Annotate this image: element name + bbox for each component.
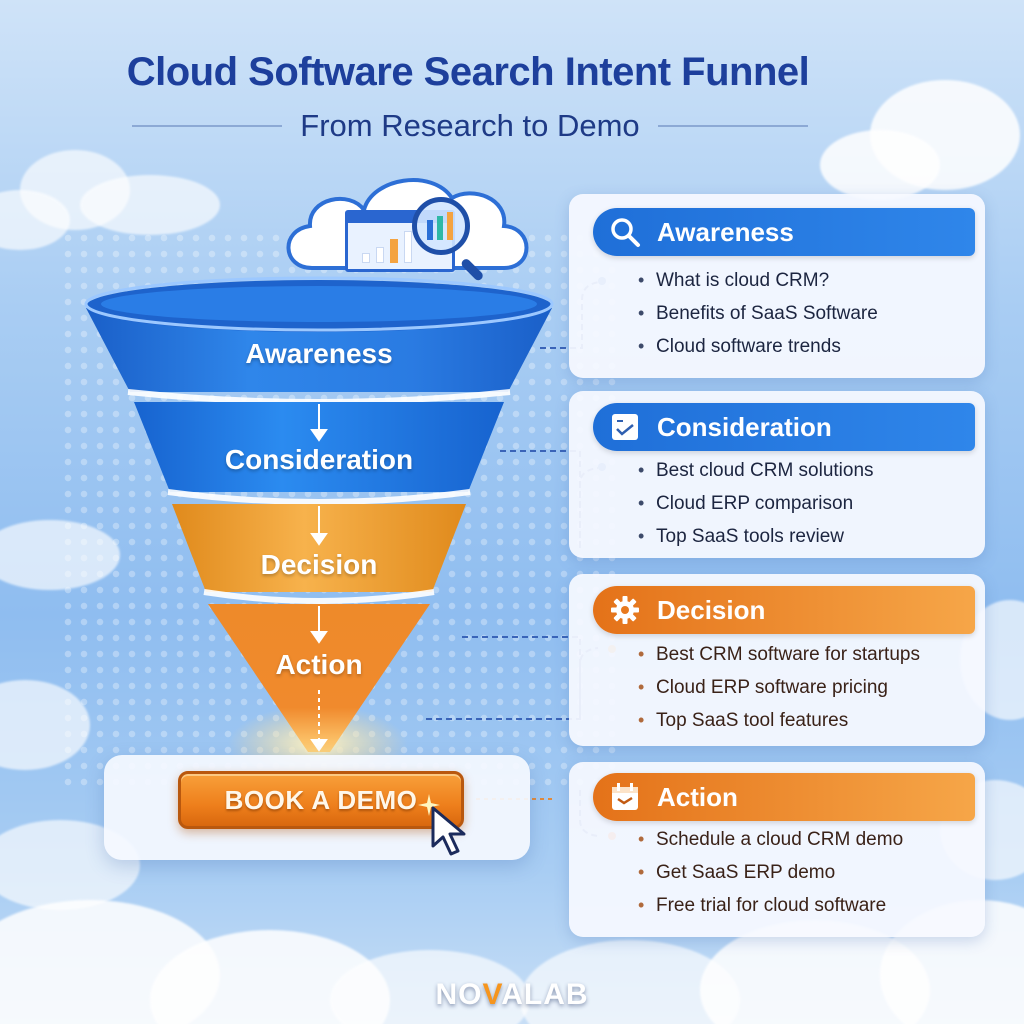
list-item: Top SaaS tools review bbox=[636, 520, 874, 553]
list-item: Top SaaS tool features bbox=[636, 704, 920, 737]
gear-icon bbox=[611, 596, 639, 624]
list-item: Best CRM software for startups bbox=[636, 638, 920, 671]
divider-right bbox=[657, 125, 808, 127]
list-item: Best cloud CRM solutions bbox=[636, 454, 874, 487]
funnel-stage-consideration: Consideration bbox=[224, 444, 414, 475]
list-item: What is cloud CRM? bbox=[636, 264, 878, 297]
page-title: Cloud Software Search Intent Funnel bbox=[126, 50, 810, 94]
card-list-decision: Best CRM software for startups Cloud ERP… bbox=[636, 638, 920, 737]
card-header-decision: Decision bbox=[593, 586, 975, 634]
card-list-awareness: What is cloud CRM? Benefits of SaaS Soft… bbox=[636, 264, 878, 363]
list-item: Free trial for cloud software bbox=[636, 889, 903, 922]
funnel-stage-awareness: Awareness bbox=[245, 338, 393, 369]
funnel-stage-decision: Decision bbox=[260, 549, 378, 580]
list-item: Benefits of SaaS Software bbox=[636, 297, 878, 330]
brand-logo-accent: V bbox=[482, 978, 502, 1011]
card-header-consideration: Consideration bbox=[593, 403, 975, 451]
card-title: Awareness bbox=[657, 216, 794, 247]
search-icon bbox=[611, 218, 640, 247]
brand-logo-pre: NO bbox=[435, 978, 483, 1011]
brand-logo-post: ALAB bbox=[501, 978, 589, 1011]
card-list-consideration: Best cloud CRM solutions Cloud ERP compa… bbox=[636, 454, 874, 553]
page-subtitle: From Research to Demo bbox=[300, 108, 640, 143]
list-item: Cloud ERP comparison bbox=[636, 487, 874, 520]
funnel-stage-action: Action bbox=[275, 649, 363, 680]
book-demo-button[interactable]: BOOK A DEMO bbox=[178, 771, 464, 829]
card-title: Decision bbox=[657, 594, 766, 625]
calendar-icon bbox=[612, 783, 638, 810]
list-item: Cloud ERP software pricing bbox=[636, 671, 920, 704]
card-title: Consideration bbox=[657, 411, 832, 442]
card-title: Action bbox=[657, 781, 738, 812]
background-dot-pattern bbox=[60, 230, 620, 790]
subtitle-row: From Research to Demo bbox=[80, 104, 860, 148]
card-header-action: Action bbox=[593, 773, 975, 821]
card-header-awareness: Awareness bbox=[593, 208, 975, 256]
checklist-icon bbox=[612, 414, 638, 440]
list-item: Schedule a cloud CRM demo bbox=[636, 823, 903, 856]
magnifier-icon bbox=[412, 197, 485, 283]
mouse-cursor-icon bbox=[431, 806, 466, 856]
sparkle-icon bbox=[418, 794, 440, 816]
card-list-action: Schedule a cloud CRM demo Get SaaS ERP d… bbox=[636, 823, 903, 922]
divider-left bbox=[132, 125, 283, 127]
list-item: Get SaaS ERP demo bbox=[636, 856, 903, 889]
list-item: Cloud software trends bbox=[636, 330, 878, 363]
brand-logo: NOVALAB bbox=[0, 978, 1024, 1012]
